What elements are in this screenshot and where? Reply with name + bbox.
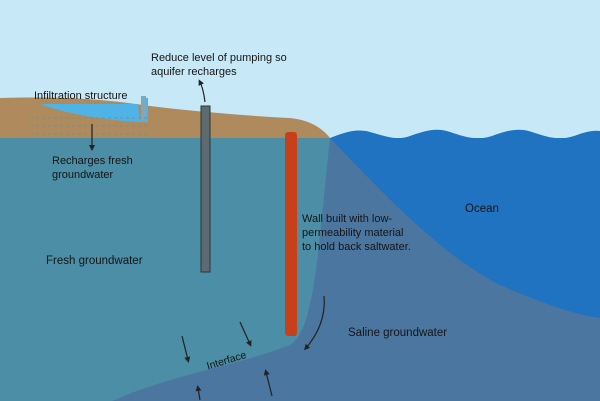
- pumping-label: Reduce level of pumping so aquifer recha…: [151, 52, 287, 78]
- interface-arrow-2: [239, 321, 252, 347]
- saltwater-push-arrow: [304, 295, 325, 351]
- seepage-lines: [30, 117, 150, 135]
- wall-label: Wall built with low-permeability materia…: [302, 213, 411, 253]
- ocean: [330, 129, 600, 318]
- pumping-arrow: [198, 79, 206, 103]
- interface-arrow-3: [195, 385, 202, 401]
- well-pipe: [200, 105, 211, 273]
- infiltration-structure: [40, 98, 148, 122]
- ocean-label: Ocean: [465, 203, 499, 215]
- infiltration-post: [141, 96, 146, 120]
- saltwater-barrier-wall: [285, 132, 297, 336]
- infiltration-label: Infiltration structure: [34, 90, 128, 102]
- recharge-label: Recharges fresh groundwater: [52, 155, 133, 181]
- saline-groundwater-label: Saline groundwater: [348, 327, 448, 339]
- interface-arrow-1: [181, 335, 191, 363]
- fresh-groundwater-label: Fresh groundwater: [46, 255, 143, 267]
- interface-arrow-4: [263, 369, 273, 397]
